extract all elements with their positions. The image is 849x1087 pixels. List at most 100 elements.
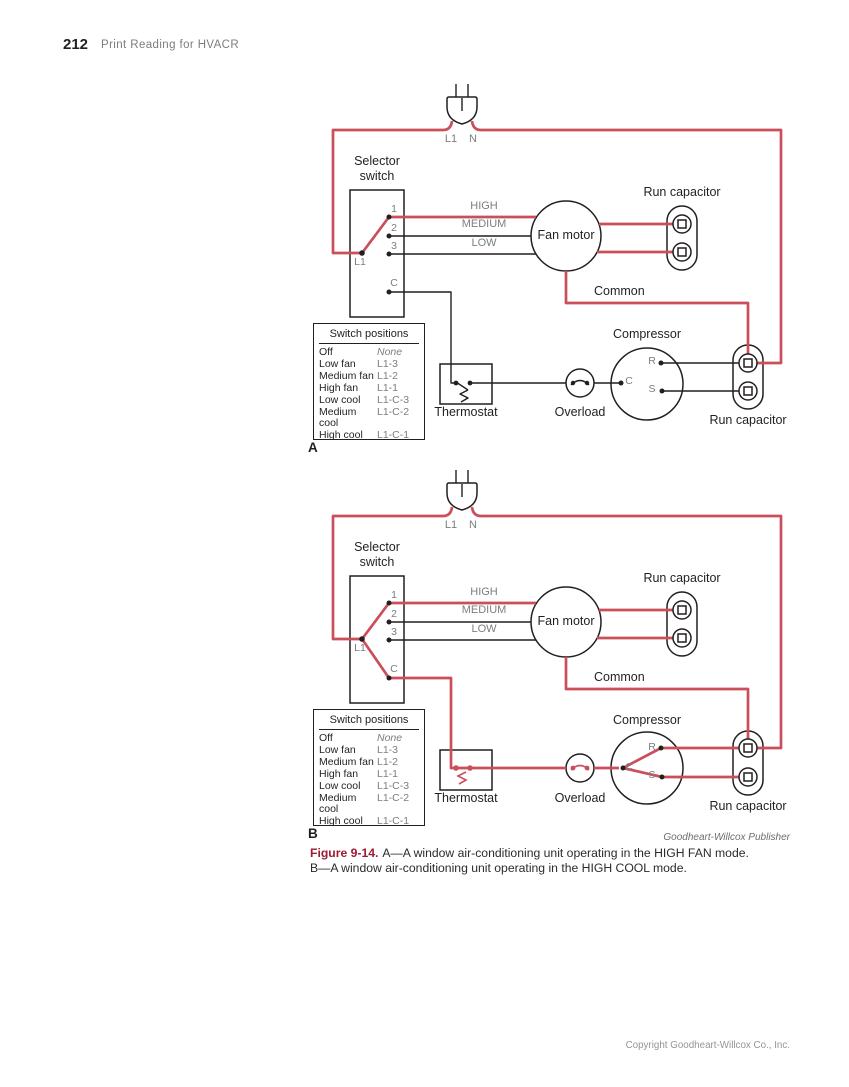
figure-caption: Figure 9-14.A—A window air-conditioning … xyxy=(310,846,790,876)
table-row: Medium cool L1-C-2 xyxy=(319,405,421,431)
table-rule xyxy=(319,343,419,344)
terminals-cell: L1-1 xyxy=(377,767,399,780)
plug-l1-label: L1 xyxy=(444,519,458,531)
compressor-label: Compressor xyxy=(612,327,682,341)
terminals-cell: L1-3 xyxy=(377,357,399,370)
compressor-s-label: S xyxy=(648,383,656,395)
capacitor-terminal-screw xyxy=(743,743,753,753)
common-label: Common xyxy=(594,670,645,684)
terminal-l1-dot xyxy=(359,636,365,642)
terminals-cell: L1-1 xyxy=(377,381,399,394)
mode-cell: Low cool xyxy=(319,779,361,792)
capacitor-terminal-screw xyxy=(677,219,687,229)
compressor-c-label: C xyxy=(625,761,633,773)
low-speed-label: LOW xyxy=(471,237,497,249)
selector-switch-label: switch xyxy=(359,169,395,183)
mode-cell: Low cool xyxy=(319,393,361,406)
mode-cell: Off xyxy=(319,732,333,744)
plug-prongs xyxy=(455,84,469,97)
terminal-c-label: C xyxy=(390,277,398,289)
thermostat-contact-dot xyxy=(467,765,473,771)
mode-cell: Medium fan xyxy=(319,369,374,382)
common-wire xyxy=(564,271,750,354)
terminal-l1-dot xyxy=(359,250,365,256)
high-speed-label: HIGH xyxy=(470,586,498,598)
table-row: Off None xyxy=(319,732,421,745)
switch-c-to-thermostat-wire xyxy=(389,291,454,384)
thermostat-contact-dot xyxy=(453,765,459,771)
terminals-cell: L1-3 xyxy=(377,743,399,756)
plug-n-label: N xyxy=(469,519,477,531)
medium-speed-label: MEDIUM xyxy=(461,604,507,616)
terminals-cell: L1-C-2 xyxy=(377,405,410,418)
plug-l1-label: L1 xyxy=(444,133,458,145)
table-rule xyxy=(319,729,419,730)
compressor-s-dot xyxy=(659,774,665,780)
terminal-2-dot xyxy=(386,233,392,239)
running-head: Print Reading for HVACR xyxy=(101,39,240,51)
compressor-r-dot xyxy=(658,360,664,366)
mode-cell: Medium cool xyxy=(319,791,357,816)
terminal-1-label: 1 xyxy=(391,589,397,601)
selector-switch-label: Selector xyxy=(354,154,400,168)
run-capacitor-label: Run capacitor xyxy=(709,413,787,427)
n-feed-wire xyxy=(470,120,783,365)
mode-cell: Medium fan xyxy=(319,755,374,768)
common-label: Common xyxy=(594,284,645,298)
switch-c-to-overload-wire xyxy=(389,676,566,770)
capacitor-terminal-screw xyxy=(743,772,753,782)
overload-circle xyxy=(565,368,595,398)
thermostat-box xyxy=(439,363,493,405)
overload-blade xyxy=(570,764,590,771)
table-row: High cool L1-C-1 xyxy=(319,429,421,442)
caption-text-a: A—A window air-conditioning unit operati… xyxy=(382,846,749,860)
mode-cell: Low fan xyxy=(319,743,356,756)
terminal-1-dot xyxy=(386,600,392,606)
copyright-notice: Copyright Goodheart-Willcox Co., Inc. xyxy=(625,1040,790,1051)
caption-line-2: B—A window air-conditioning unit operati… xyxy=(310,861,687,876)
mode-cell: Medium cool xyxy=(319,405,357,430)
compressor-s-label: S xyxy=(648,769,656,781)
terminal-2-dot xyxy=(386,619,392,625)
terminal-2-label: 2 xyxy=(391,608,397,620)
figure-number: Figure 9-14. xyxy=(310,846,379,860)
l1-feed-wire xyxy=(331,506,454,641)
compressor-circle xyxy=(610,347,684,421)
terminals-cell: L1-2 xyxy=(377,369,399,382)
terminals-cell: L1-C-3 xyxy=(377,393,410,406)
publisher-credit: Goodheart-Willcox Publisher xyxy=(663,832,790,843)
n-feed-wire xyxy=(470,506,783,750)
capacitor-terminal-screw xyxy=(743,358,753,368)
terminals-cell: None xyxy=(377,732,403,744)
terminal-2-label: 2 xyxy=(391,222,397,234)
thermostat-bimetal-squiggle xyxy=(459,389,469,403)
diagram-b-artwork xyxy=(331,470,783,805)
terminal-3-label: 3 xyxy=(391,626,397,638)
mode-cell: High cool xyxy=(319,429,363,442)
fan-motor-label: Fan motor xyxy=(537,228,595,242)
capacitor-terminal-screw xyxy=(677,247,687,257)
overload-blade xyxy=(570,379,590,386)
terminal-l1-label: L1 xyxy=(354,642,366,654)
page-number: 212 xyxy=(63,36,89,53)
medium-speed-label: MEDIUM xyxy=(461,218,507,230)
terminal-3-label: 3 xyxy=(391,240,397,252)
mode-cell: High cool xyxy=(319,815,363,828)
terminals-cell: L1-C-1 xyxy=(377,429,410,442)
panel-a-label: A xyxy=(308,440,318,455)
plug-prongs xyxy=(455,470,469,483)
compressor-s-dot xyxy=(659,388,665,394)
fan-motor-label: Fan motor xyxy=(537,614,595,628)
terminal-1-label: 1 xyxy=(391,203,397,215)
mode-cell: Low fan xyxy=(319,357,356,370)
mode-cell: High fan xyxy=(319,381,359,394)
capacitor-terminal-screw xyxy=(743,386,753,396)
thermostat-bimetal-squiggle xyxy=(456,771,468,785)
table-row: Low fan L1-3 xyxy=(319,357,421,371)
terminals-cell: L1-C-3 xyxy=(377,779,410,792)
terminal-c-dot xyxy=(386,289,392,295)
